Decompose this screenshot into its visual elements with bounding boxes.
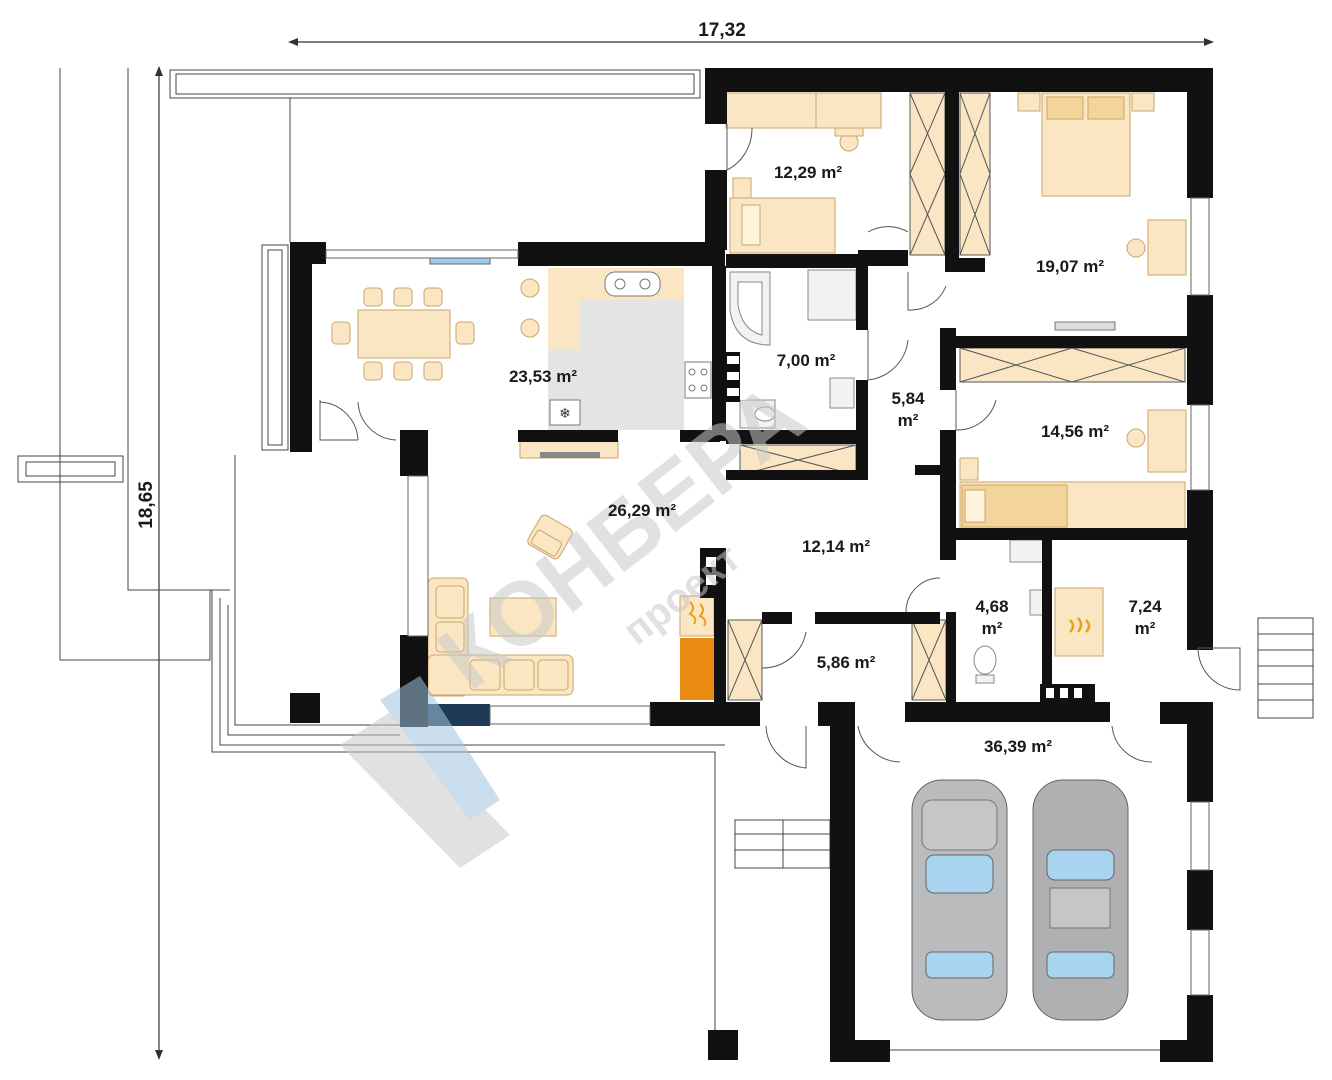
room-hall-north-area-value: 5,84 bbox=[891, 389, 925, 408]
room-garage-area: 36,39 m² bbox=[984, 737, 1052, 756]
dining-set bbox=[331, 278, 619, 459]
bathroom-fixtures bbox=[729, 269, 857, 429]
room-boiler-area-unit: m² bbox=[1135, 619, 1156, 638]
room-boiler-area-value: 7,24 bbox=[1128, 597, 1162, 616]
walls bbox=[290, 68, 1213, 1062]
room-kitchen-dining-area: 23,53 m² bbox=[509, 367, 577, 386]
windows bbox=[325, 197, 1210, 996]
living-furniture bbox=[427, 514, 574, 697]
room-wc-area-unit: m² bbox=[982, 619, 1003, 638]
svg-text:❄: ❄ bbox=[559, 405, 571, 421]
height-dimension-label: 18,65 bbox=[136, 481, 157, 529]
master-bedroom-furniture bbox=[1017, 92, 1187, 331]
wardrobes bbox=[727, 92, 1186, 701]
doors bbox=[319, 124, 1241, 769]
room-bedroom-2-area: 14,56 m² bbox=[1041, 422, 1109, 441]
post-block bbox=[708, 1030, 738, 1060]
room-hall-area: 12,14 m² bbox=[802, 537, 870, 556]
car-left bbox=[911, 779, 1008, 1021]
bedroom2-furniture bbox=[959, 409, 1187, 531]
wc-fixtures bbox=[973, 539, 1046, 684]
room-master-bedroom-area: 19,07 m² bbox=[1036, 257, 1104, 276]
room-entrance-area: 5,86 m² bbox=[817, 653, 876, 672]
room-hall-north-area-unit: m² bbox=[898, 411, 919, 430]
fireplace bbox=[679, 595, 715, 700]
dimension-height: 18,65 bbox=[136, 66, 163, 1060]
width-dimension-label: 17,32 bbox=[698, 20, 746, 41]
room-labels: 12,29 m² 19,07 m² 23,53 m² 7,00 m² 5,84 … bbox=[509, 163, 1162, 756]
room-office-area: 12,29 m² bbox=[774, 163, 842, 182]
boiler bbox=[1054, 587, 1104, 657]
kitchen-appliances: ❄ bbox=[549, 271, 712, 426]
terrace-outline bbox=[17, 68, 1314, 1051]
office-furniture bbox=[725, 92, 882, 254]
room-wc-area-value: 4,68 bbox=[975, 597, 1008, 616]
room-living-area: 26,29 m² bbox=[608, 501, 676, 520]
room-bathroom-area: 7,00 m² bbox=[777, 351, 836, 370]
kitchen-floor bbox=[548, 300, 684, 430]
chimney-block bbox=[290, 693, 320, 723]
dimension-width: 17,32 bbox=[288, 20, 1214, 46]
car-right bbox=[1032, 779, 1129, 1021]
